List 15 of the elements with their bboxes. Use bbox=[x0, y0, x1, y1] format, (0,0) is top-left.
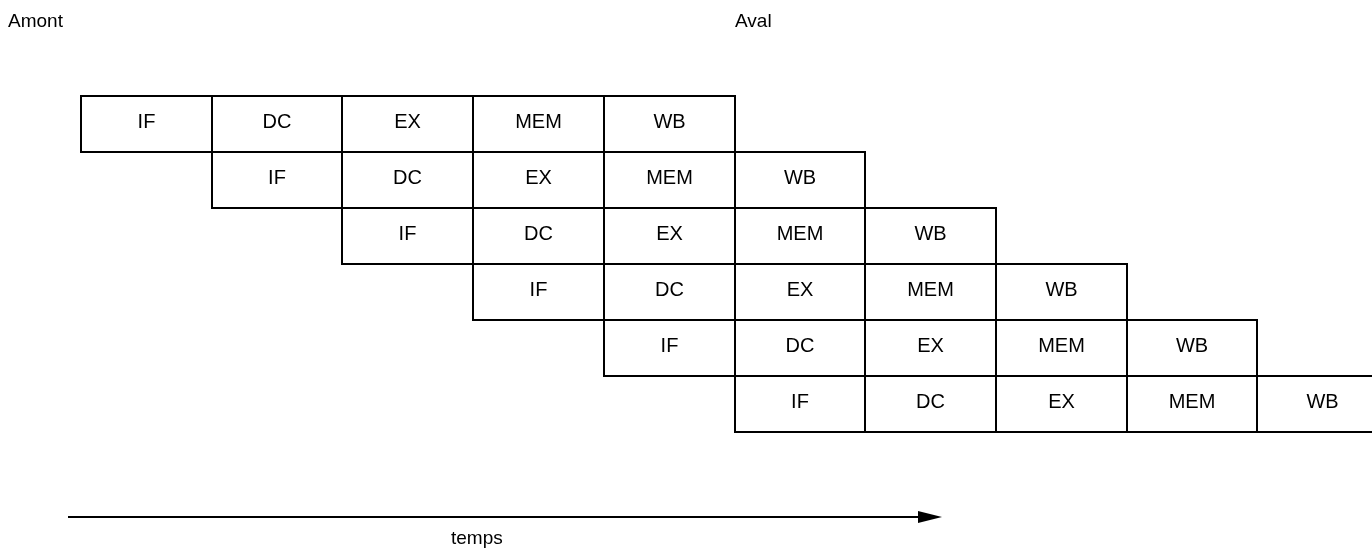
pipeline-stage-cell: WB bbox=[1256, 375, 1372, 433]
downstream-label: Aval bbox=[735, 10, 772, 32]
time-axis-label: temps bbox=[451, 527, 503, 549]
pipeline-stage-cell: IF bbox=[341, 207, 474, 265]
pipeline-stage-cell: WB bbox=[734, 151, 866, 209]
pipeline-stage-cell: WB bbox=[1126, 319, 1258, 377]
pipeline-stage-cell: IF bbox=[603, 319, 736, 377]
pipeline-stage-cell: IF bbox=[80, 95, 213, 153]
pipeline-stage-cell: WB bbox=[864, 207, 997, 265]
pipeline-stage-cell: IF bbox=[734, 375, 866, 433]
pipeline-stage-cell: IF bbox=[211, 151, 343, 209]
upstream-label: Amont bbox=[8, 10, 63, 32]
pipeline-stage-cell: WB bbox=[995, 263, 1128, 321]
pipeline-stage-cell: IF bbox=[472, 263, 605, 321]
pipeline-stage-cell: WB bbox=[603, 95, 736, 153]
